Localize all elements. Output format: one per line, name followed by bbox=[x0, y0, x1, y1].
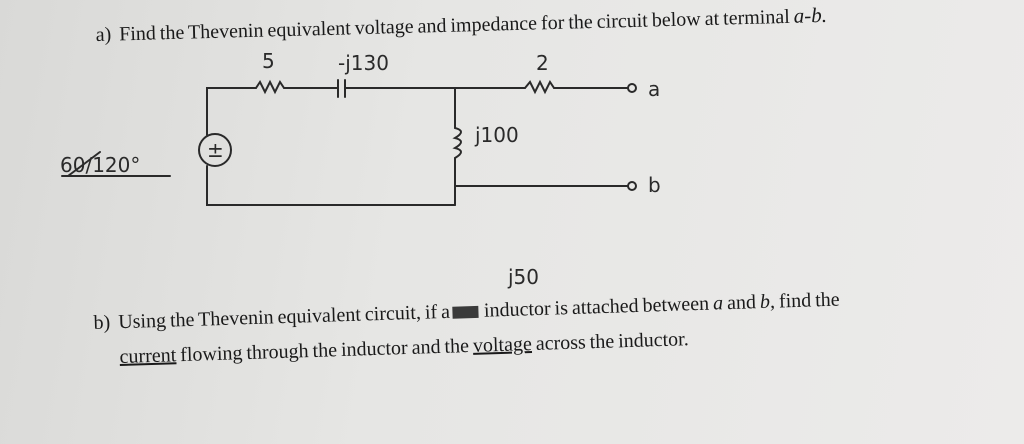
resistor-5 bbox=[255, 79, 285, 95]
current-word: current bbox=[119, 344, 177, 369]
and-text: and bbox=[726, 291, 757, 315]
wire-left-top bbox=[206, 87, 257, 136]
resistor-2 bbox=[524, 79, 555, 95]
terminal-b-ref: b, bbox=[759, 290, 776, 314]
question-b-label: b) bbox=[93, 311, 111, 335]
voltage-source bbox=[198, 133, 232, 167]
r2-label: 2 bbox=[536, 51, 549, 75]
question-b-text-3: find the bbox=[778, 288, 840, 313]
wire-left-bottom bbox=[206, 165, 456, 206]
inductor-j100 bbox=[452, 127, 462, 159]
terminal-b-node bbox=[627, 181, 637, 191]
capacitor-j130 bbox=[337, 79, 346, 98]
source-value: 60/120° bbox=[60, 153, 140, 177]
crossed-out-value bbox=[451, 306, 479, 320]
l-label: j100 bbox=[474, 123, 519, 147]
r1-label: 5 bbox=[262, 49, 275, 73]
source-polarity: ± bbox=[207, 138, 224, 162]
terminal-a-ref: a bbox=[712, 292, 724, 315]
terminal-a-node bbox=[627, 83, 637, 93]
c-label: -j130 bbox=[338, 51, 389, 75]
voltage-word: voltage bbox=[472, 333, 533, 357]
angle-symbol bbox=[61, 151, 171, 177]
terminal-a-label: a bbox=[648, 77, 660, 101]
terminal-b-label: b bbox=[648, 173, 661, 197]
question-b-text-5: across the inductor. bbox=[535, 328, 690, 355]
handwritten-j50: j50 bbox=[507, 265, 539, 289]
